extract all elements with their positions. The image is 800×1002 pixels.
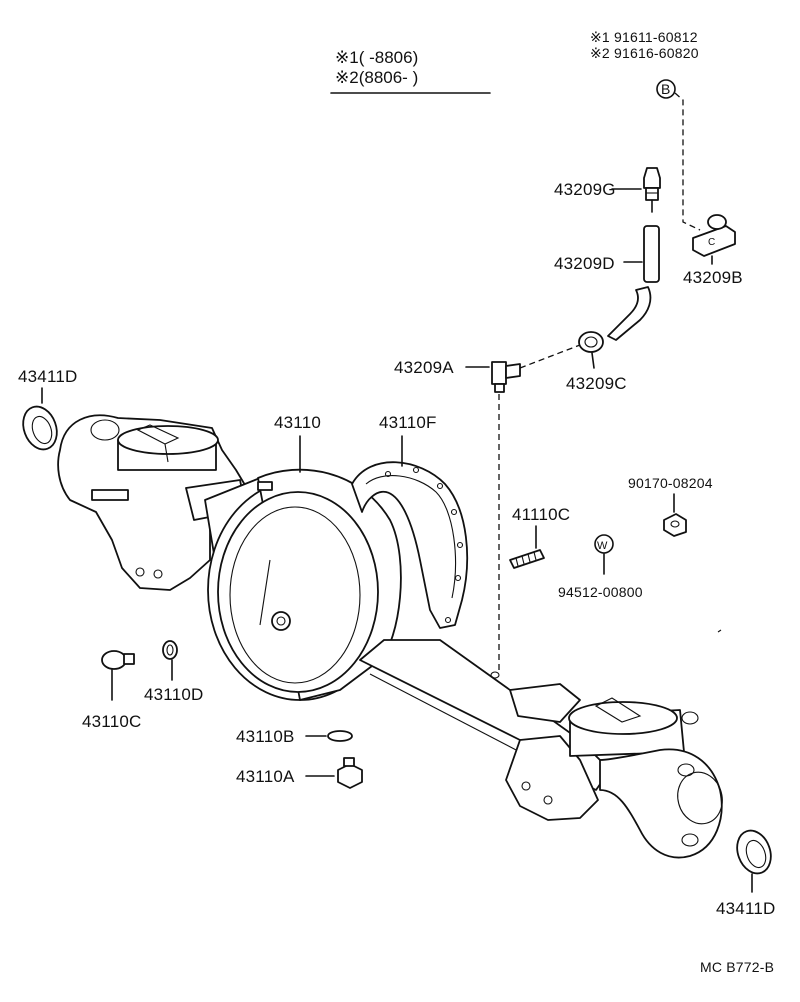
label-43110d: 43110D <box>144 685 204 704</box>
union-43209a <box>491 361 521 393</box>
label-43209b: 43209B <box>683 268 743 287</box>
label-43411d-bottom: 43411D <box>716 899 776 918</box>
nut-90170-08204 <box>663 513 687 537</box>
note-row-2: ※2(8806- ) <box>335 68 418 87</box>
axle-housing <box>57 414 723 859</box>
breather-pipe-43209d <box>643 225 660 283</box>
label-43110a: 43110A <box>236 767 295 786</box>
label-43110f: 43110F <box>379 413 437 432</box>
label-43209g: 43209G <box>554 180 616 199</box>
hose-clip-43209c <box>578 331 604 353</box>
callout-w: W <box>594 534 614 554</box>
label-90170-08204: 90170-08204 <box>628 475 713 491</box>
label-94512-00800: 94512-00800 <box>558 584 643 600</box>
bolt-note: ※1 91611-60812 ※2 91616-60820 <box>590 29 699 61</box>
oil-seal-43411d-bottom <box>736 829 772 875</box>
label-43209a: 43209A <box>394 358 454 377</box>
label-43110c: 43110C <box>82 712 142 731</box>
svg-text:W: W <box>597 540 608 552</box>
gasket-43110b <box>327 730 353 742</box>
svg-text:C: C <box>708 237 715 248</box>
plug-43110c <box>101 650 135 670</box>
leader-43209c <box>591 352 595 369</box>
label-43110: 43110 <box>274 413 321 432</box>
applicability-note: ※1( -8806) ※2(8806- ) <box>330 48 491 94</box>
bolt-note-2: ※2 91616-60820 <box>590 45 699 61</box>
plug-43110a <box>337 757 363 789</box>
label-43110b: 43110B <box>236 727 295 746</box>
diagram-code: MC B772-B <box>700 959 774 975</box>
label-41110c: 41110C <box>512 505 570 524</box>
clamp-43209b: C <box>692 214 736 257</box>
dashed-leader-b <box>674 92 701 231</box>
label-43411d-top: 43411D <box>18 367 78 386</box>
breather-plug-43209g <box>643 167 661 213</box>
stray-mark <box>717 629 722 633</box>
svg-text:B: B <box>661 81 671 97</box>
bolt-note-1: ※1 91611-60812 <box>590 29 698 45</box>
callout-b: B <box>656 79 676 99</box>
label-43209d: 43209D <box>554 254 615 273</box>
dashed-leader-union-clip <box>519 344 581 369</box>
gasket-43110d <box>162 640 178 660</box>
label-43209c: 43209C <box>566 374 627 393</box>
stud-41110c <box>509 549 545 569</box>
note-row-1: ※1( -8806) <box>335 48 418 67</box>
oil-seal-43411d-top <box>22 405 58 451</box>
breather-hose <box>607 286 652 341</box>
